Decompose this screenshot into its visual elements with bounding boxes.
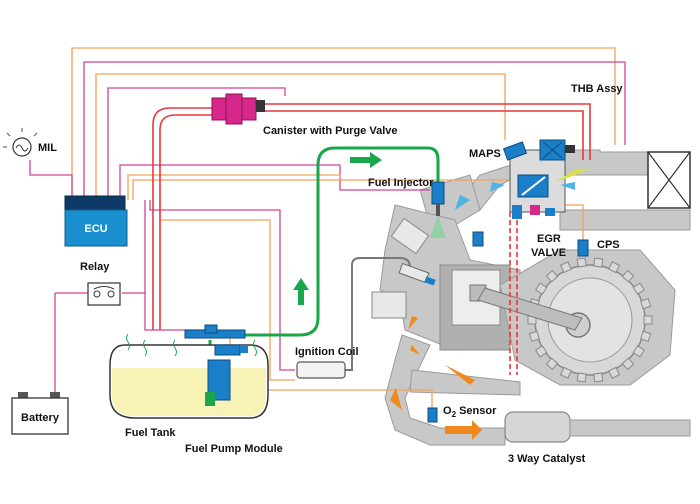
mil-lamp: MIL bbox=[3, 128, 57, 157]
intake-air-arrow-1 bbox=[455, 195, 470, 210]
fuel-injector: Fuel Injector bbox=[368, 177, 446, 238]
gear-tooth bbox=[621, 269, 635, 283]
gear-tooth bbox=[621, 357, 635, 371]
gear-tooth bbox=[643, 315, 653, 325]
throttle-body-assembly: MAPS THB Assy EGR VALVE bbox=[469, 83, 623, 259]
temp-sensor bbox=[472, 231, 484, 247]
gear-tooth bbox=[576, 372, 587, 383]
fuel-pump-module: Fuel Pump Module bbox=[184, 324, 283, 455]
relay-label: Relay bbox=[80, 261, 110, 273]
relay-icon bbox=[87, 282, 121, 306]
gear-tooth bbox=[640, 330, 652, 342]
maps-label: MAPS bbox=[469, 148, 501, 160]
egr-label-line1: EGR bbox=[537, 233, 561, 245]
intake-air-arrow-2 bbox=[490, 182, 505, 192]
gear-tooth bbox=[559, 261, 572, 274]
fuel-flow-arrow-top bbox=[350, 152, 382, 168]
gear-tooth bbox=[559, 366, 572, 379]
fuel-pump-module-label: Fuel Pump Module bbox=[185, 443, 283, 455]
gear-tooth bbox=[608, 366, 621, 379]
wiring-harness bbox=[29, 47, 626, 410]
canister-purge-valve: Canister with Purge Valve bbox=[211, 93, 398, 137]
exhaust-arrow-2 bbox=[410, 345, 420, 355]
catalyst-label: 3 Way Catalyst bbox=[508, 453, 586, 465]
fuel-tank-label: Fuel Tank bbox=[125, 427, 176, 439]
ignition-coil bbox=[296, 361, 346, 379]
exhaust-arrow-4 bbox=[445, 420, 482, 440]
o2-sensor-label: O2 Sensor bbox=[443, 405, 497, 419]
exhaust-arrow-3 bbox=[390, 388, 402, 410]
o2-sensor: O2 Sensor bbox=[427, 405, 497, 423]
canister-label: Canister with Purge Valve bbox=[263, 125, 398, 137]
ignition-system: Ignition Coil bbox=[295, 257, 436, 379]
gear-tooth bbox=[545, 269, 559, 283]
gear-tooth bbox=[593, 372, 604, 383]
gear-tooth bbox=[534, 282, 548, 295]
evap-vapor-line bbox=[152, 103, 591, 375]
ecu-label: ECU bbox=[84, 223, 107, 235]
ecu[interactable]: ECU bbox=[64, 195, 128, 247]
gear-tooth bbox=[608, 261, 621, 274]
gear-tooth bbox=[593, 257, 604, 268]
intake-air-arrow-3 bbox=[560, 182, 575, 190]
cps-sensor: CPS bbox=[577, 239, 620, 257]
gear-tooth bbox=[528, 330, 540, 342]
three-way-catalyst bbox=[504, 411, 571, 443]
egr-label-line2: VALVE bbox=[531, 247, 566, 259]
exhaust-arrow-1 bbox=[408, 316, 418, 330]
engine-body bbox=[371, 149, 691, 446]
mil-label: MIL bbox=[38, 142, 57, 154]
throttle-air-arrow bbox=[555, 168, 590, 182]
cps-label: CPS bbox=[597, 239, 620, 251]
gear-tooth bbox=[632, 282, 646, 295]
relay: Relay bbox=[80, 261, 121, 306]
battery-label: Battery bbox=[21, 412, 60, 424]
gear-tooth bbox=[545, 357, 559, 371]
ignition-coil-label: Ignition Coil bbox=[295, 346, 359, 358]
battery-icon bbox=[11, 392, 69, 435]
fuel-injector-label: Fuel Injector bbox=[368, 177, 434, 189]
exhaust-arrow-5 bbox=[445, 365, 475, 385]
battery: Battery bbox=[11, 392, 69, 435]
thb-assy-label: THB Assy bbox=[571, 83, 623, 95]
gear-tooth bbox=[640, 298, 652, 310]
gear-tooth bbox=[576, 257, 587, 268]
fuel-flow-arrow-up bbox=[293, 278, 309, 305]
engine-warning-lamp-icon bbox=[3, 128, 38, 157]
gear-tooth bbox=[632, 345, 646, 358]
gear-tooth bbox=[534, 345, 548, 358]
